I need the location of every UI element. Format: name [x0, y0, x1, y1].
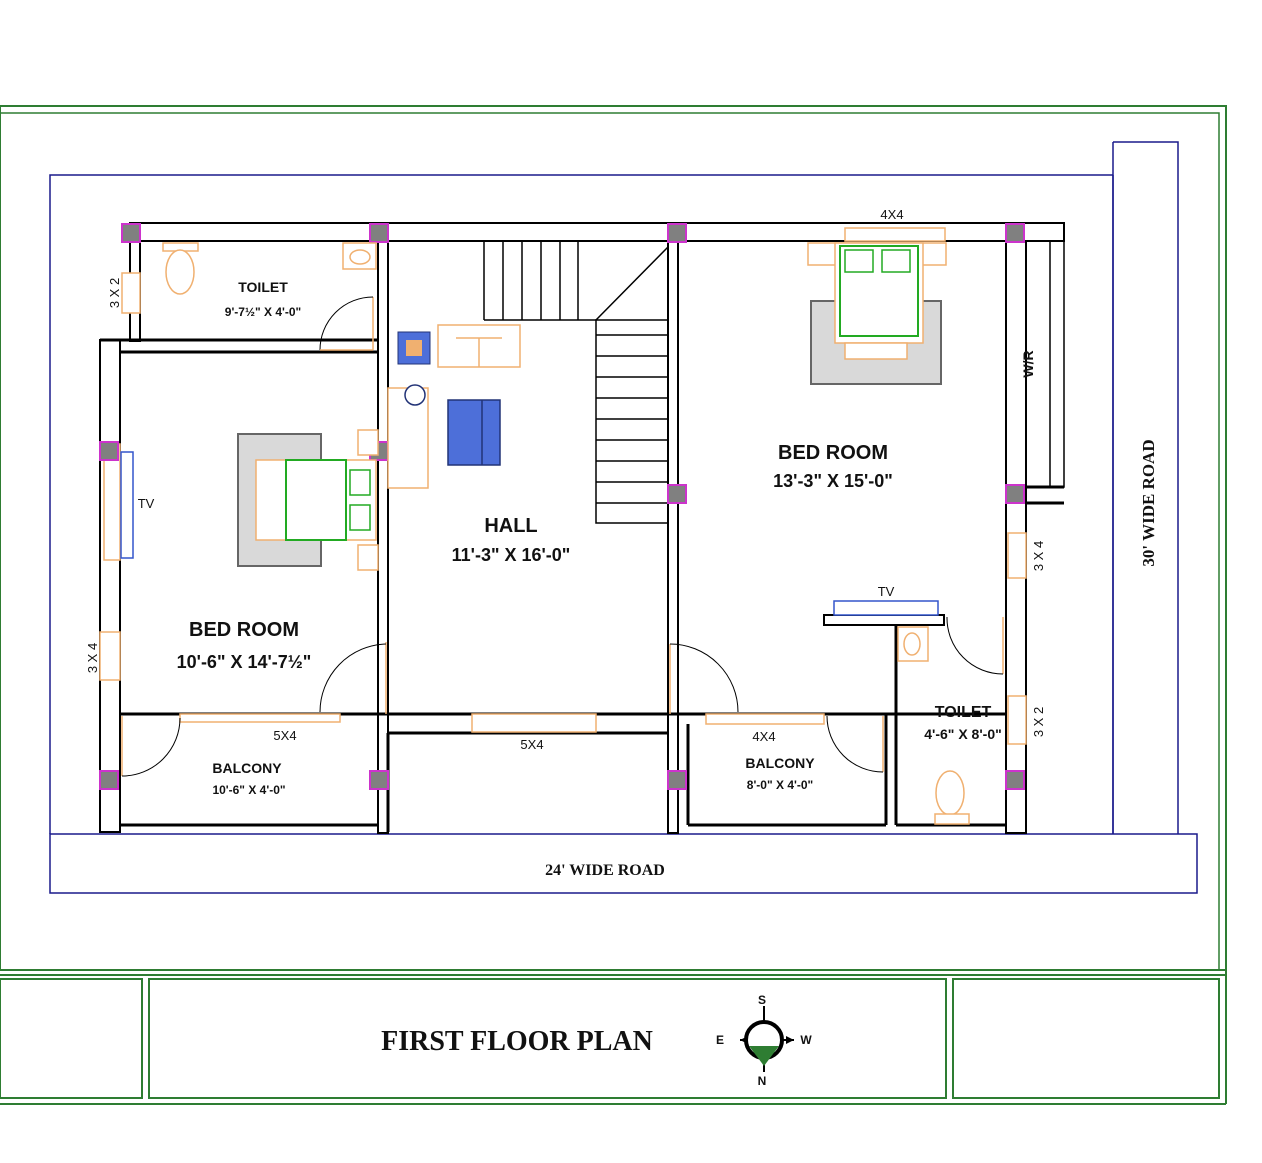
room-name: BED ROOM	[778, 442, 888, 464]
room-label-toilet-left: TOILET 9'-7½" X 4'-0"	[225, 279, 301, 319]
room-size: 9'-7½" X 4'-0"	[225, 305, 301, 319]
tv-label-left: TV	[138, 496, 155, 511]
fixture-labels: TV TV W/R	[138, 350, 1036, 599]
room-label-toilet-right: TOILET 4'-6" X 8'-0"	[924, 704, 1002, 742]
room-label-bed-right: BED ROOM 13'-3" X 15'-0"	[773, 442, 893, 491]
window-label-3x4-right: 3 X 4	[1031, 541, 1046, 571]
window-label-3x4-left: 3 X 4	[85, 643, 100, 673]
window-label-3x2-left: 3 X 2	[107, 278, 122, 308]
room-size: 13'-3" X 15'-0"	[773, 471, 893, 491]
room-name: TOILET	[935, 704, 992, 721]
room-name: BED ROOM	[189, 619, 299, 641]
compass-s: S	[758, 993, 766, 1007]
room-size: 10'-6" X 14'-7½"	[177, 652, 312, 672]
compass-e: E	[716, 1033, 724, 1047]
room-name: TOILET	[238, 279, 288, 295]
compass-icon: N S E W	[716, 993, 812, 1088]
sheet-border	[0, 105, 1227, 1105]
room-label-bed-left: BED ROOM 10'-6" X 14'-7½"	[177, 619, 312, 672]
room-name: BALCONY	[745, 755, 815, 771]
room-size: 8'-0" X 4'-0"	[747, 778, 813, 792]
window-label-4x4-balcony: 4X4	[752, 729, 775, 744]
road-label-right: 30' WIDE ROAD	[1139, 439, 1158, 566]
road-label-bottom: 24' WIDE ROAD	[545, 862, 665, 879]
site-boundary	[49, 141, 1198, 894]
compass-w: W	[800, 1033, 812, 1047]
room-size: 11'-3" X 16'-0"	[452, 545, 571, 565]
compass-n: N	[758, 1074, 767, 1088]
window-label-5x4-hall: 5X4	[520, 737, 543, 752]
window-label-3x2-right: 3 X 2	[1031, 707, 1046, 737]
room-label-hall: HALL 11'-3" X 16'-0"	[452, 515, 571, 565]
room-size: 10'-6" X 4'-0"	[212, 783, 285, 797]
opening-labels: 3 X 2 3 X 4 5X4 5X4 4X4 4X4 3 X 4 3 X 2	[85, 207, 1046, 752]
doors	[121, 296, 1004, 777]
room-name: BALCONY	[212, 760, 282, 776]
windows	[99, 227, 1027, 745]
room-name: HALL	[484, 515, 537, 537]
furniture	[120, 242, 970, 825]
window-label-5x4-left: 5X4	[273, 728, 296, 743]
room-label-balcony-right: BALCONY 8'-0" X 4'-0"	[745, 755, 815, 792]
page-title: FIRST FLOOR PLAN	[381, 1026, 653, 1057]
room-label-balcony-left: BALCONY 10'-6" X 4'-0"	[212, 760, 285, 797]
tv-label-right: TV	[878, 584, 895, 599]
columns	[99, 223, 1025, 790]
staircase	[483, 241, 669, 524]
room-size: 4'-6" X 8'-0"	[924, 726, 1002, 742]
window-label-4x4-top: 4X4	[880, 207, 903, 222]
wardrobe-label: W/R	[1020, 350, 1036, 377]
